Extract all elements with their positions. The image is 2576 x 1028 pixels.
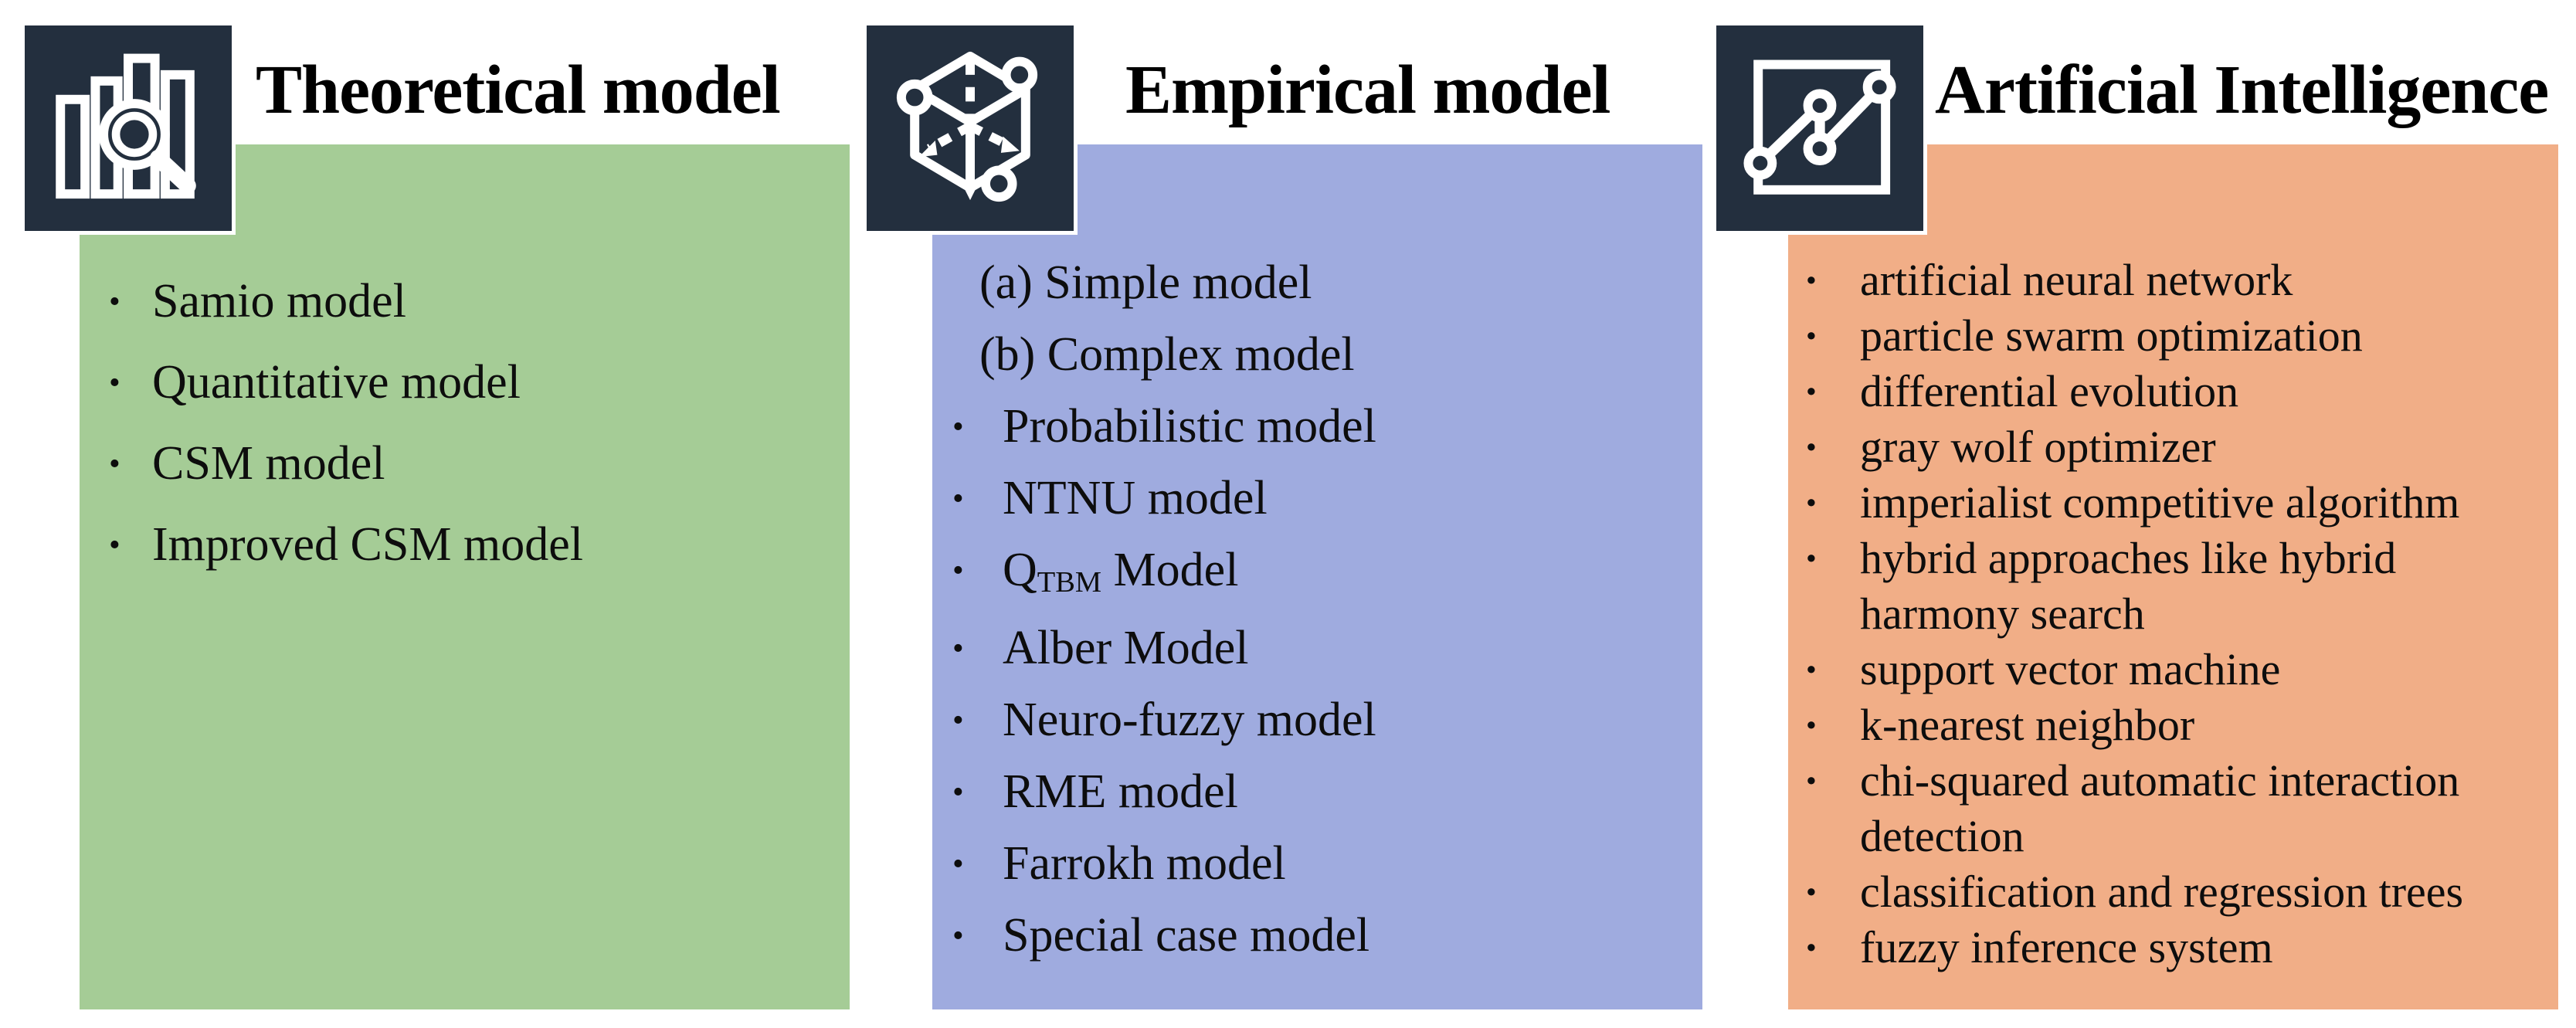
bullet-dot: • [952, 552, 964, 589]
list-item: • QTBM Model [952, 534, 1671, 612]
list-item: • imperialist competitive algorithm [1806, 475, 2551, 531]
list-item-text: Quantitative model [152, 356, 521, 409]
list-item: • Samio model [109, 261, 804, 342]
list-item: • gray wolf optimizer [1806, 419, 2551, 475]
list-item-text: fuzzy inference system [1860, 922, 2273, 972]
artificial-intelligence-icon-tile [1712, 22, 1927, 235]
theoretical-model-panel [80, 144, 850, 1009]
artificial-intelligence-panel [1788, 144, 2558, 1009]
bullet-dot: • [952, 630, 964, 667]
column-title-empirical: Empirical model [1125, 52, 1610, 128]
list-item-text: particle swarm optimization [1860, 310, 2363, 361]
list-item: • support vector machine [1806, 642, 2551, 697]
empirical-model-panel [932, 144, 1702, 1009]
bullet-dot: • [1806, 875, 1817, 909]
list-item: • Quantitative model [109, 342, 804, 423]
list-item-text: Samio model [152, 275, 406, 327]
list-item: • Neuro-fuzzy model [952, 684, 1671, 756]
list-item-text: QTBM Model [1003, 544, 1239, 599]
list-item: • NTNU model [952, 463, 1671, 534]
list-item: • fuzzy inference system [1806, 920, 2551, 975]
list-item-text: Farrokh model [1003, 837, 1286, 890]
list-item: • chi-squared automatic interaction detec… [1806, 753, 2551, 864]
list-item-text: gray wolf optimizer [1860, 422, 2216, 472]
list-item-text: Special case model [1003, 909, 1370, 962]
list-item-text: imperialist competitive algorithm [1860, 477, 2460, 528]
list-item-text: Improved CSM model [152, 518, 583, 571]
bullet-dot: • [109, 283, 120, 320]
column-title-theoretical: Theoretical model [256, 52, 781, 128]
bullet-dot: • [952, 480, 964, 517]
list-item: • Improved CSM model [109, 504, 804, 585]
theoretical-model-list: • Samio model • Quantitative model • CSM mode… [109, 261, 804, 585]
bullet-dot: • [1806, 541, 1817, 575]
list-item: • k-nearest neighbor [1806, 697, 2551, 753]
list-item-text: hybrid approaches like hybrid harmony se… [1860, 533, 2397, 639]
trend-chart-icon [1743, 59, 1896, 195]
bullet-dot: • [1806, 375, 1817, 409]
empirical-model-list: (a) Simple model (b) Complex model • Probab… [952, 247, 1671, 972]
list-item-text: NTNU model [1003, 472, 1268, 524]
list-item: • hybrid approaches like hybrid harmony s… [1806, 531, 2551, 642]
column-title-artificial-intelligence: Artificial Intelligence [1935, 52, 2549, 128]
bullet-dot: • [1806, 708, 1817, 742]
list-item-text: k-nearest neighbor [1860, 700, 2195, 750]
list-item-text: CSM model [152, 437, 385, 490]
list-item-text: Neuro-fuzzy model [1003, 694, 1376, 746]
list-item: • RME model [952, 756, 1671, 828]
bullet-dot: • [109, 365, 120, 401]
list-item: • artificial neural network [1806, 253, 2551, 308]
bullet-dot: • [1806, 263, 1817, 297]
list-item-text: Probabilistic model [1003, 400, 1376, 453]
bullet-dot: • [952, 409, 964, 445]
list-item: • Special case model [952, 900, 1671, 972]
list-item: • differential evolution [1806, 364, 2551, 419]
list-item-text: Alber Model [1003, 622, 1249, 674]
bullet-dot: • [952, 774, 964, 810]
list-item-text: chi-squared automatic interaction detect… [1860, 755, 2460, 861]
list-item-text: artificial neural network [1860, 255, 2293, 305]
bullet-dot: • [109, 527, 120, 563]
cube-icon [896, 51, 1038, 202]
bullet-dot: • [109, 446, 120, 482]
list-item-text: (b) Complex model [979, 328, 1355, 381]
list-item-text: support vector machine [1860, 644, 2281, 694]
list-item: • Farrokh model [952, 828, 1671, 900]
bar-chart-magnifier-icon [56, 53, 196, 199]
theoretical-icon-tile [21, 22, 236, 235]
list-item: • classification and regression trees [1806, 864, 2551, 920]
bullet-dot: • [1806, 931, 1817, 965]
bullet-dot: • [952, 846, 964, 882]
bullet-dot: • [1806, 653, 1817, 687]
bullet-dot: • [1806, 486, 1817, 520]
list-item: (a) Simple model [952, 247, 1671, 319]
bullet-dot: • [952, 702, 964, 738]
list-item: (b) Complex model [952, 319, 1671, 391]
bullet-dot: • [952, 918, 964, 954]
empirical-icon-tile [863, 22, 1078, 235]
list-item-text: RME model [1003, 765, 1238, 818]
list-item: • Probabilistic model [952, 391, 1671, 463]
list-item-text: differential evolution [1860, 366, 2239, 416]
list-item: • Alber Model [952, 612, 1671, 684]
artificial-intelligence-list: • artificial neural network • particle swar… [1806, 253, 2551, 975]
list-item-text: (a) Simple model [979, 256, 1312, 309]
bullet-dot: • [1806, 764, 1817, 798]
list-item: • particle swarm optimization [1806, 308, 2551, 364]
list-item-text: classification and regression trees [1860, 867, 2464, 917]
bullet-dot: • [1806, 430, 1817, 464]
list-item: • CSM model [109, 423, 804, 504]
bullet-dot: • [1806, 319, 1817, 353]
